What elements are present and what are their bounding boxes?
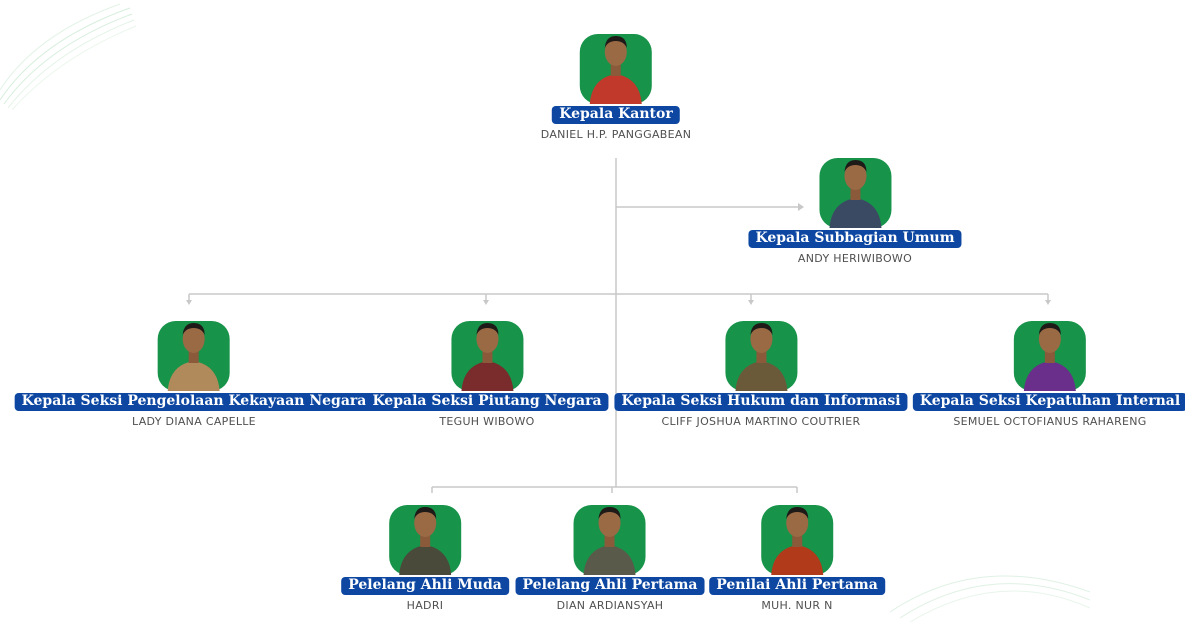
person-name: DANIEL H.P. PANGGABEAN (540, 128, 692, 141)
person-silhouette-icon (589, 36, 642, 104)
role-title: Pelelang Ahli Muda (341, 577, 509, 595)
person-silhouette-icon (460, 323, 513, 391)
person-photo (818, 150, 891, 228)
person-silhouette-icon (167, 323, 220, 391)
arrow-to-subbagian (798, 203, 804, 211)
org-node-penilai-ahli-pertama: Penilai Ahli Pertama MUH. NUR N (709, 497, 885, 612)
org-node-kepala-seksi-kepatuhan: Kepala Seksi Kepatuhan Internal SEMUEL O… (912, 313, 1185, 428)
role-title: Kepala Kantor (552, 106, 680, 124)
arrow-to-seksi-kepatuhan (1045, 300, 1051, 305)
person-name: MUH. NUR N (761, 599, 833, 612)
arrow-to-seksi-pkn (186, 300, 192, 305)
arrow-to-seksi-piutang (483, 300, 489, 305)
role-title: Kepala Seksi Piutang Negara (365, 393, 609, 411)
person-photo (574, 497, 646, 575)
org-node-kepala-subbagian-umum: Kepala Subbagian Umum ANDY HERIWIBOWO (748, 150, 962, 265)
org-node-pelelang-ahli-muda: Pelelang Ahli Muda HADRI (341, 497, 509, 612)
person-name: HADRI (406, 599, 444, 612)
org-node-kepala-kantor: Kepala Kantor DANIEL H.P. PANGGABEAN (541, 26, 691, 141)
person-name: TEGUH WIBOWO (439, 415, 535, 428)
person-silhouette-icon (1024, 323, 1076, 391)
role-title: Kepala Seksi Hukum dan Informasi (614, 393, 908, 411)
person-name: SEMUEL OCTOFIANUS RAHARENG (953, 415, 1147, 428)
person-silhouette-icon (735, 323, 787, 391)
person-name: ANDY HERIWIBOWO (797, 252, 913, 265)
role-title: Kepala Seksi Kepatuhan Internal (912, 393, 1185, 411)
person-silhouette-icon (584, 507, 636, 575)
org-node-pelelang-ahli-pertama: Pelelang Ahli Pertama DIAN ARDIANSYAH (515, 497, 705, 612)
person-photo (725, 313, 797, 391)
org-node-kepala-seksi-pkn: Kepala Seksi Pengelolaan Kekayaan Negara… (14, 313, 374, 428)
person-silhouette-icon (770, 507, 823, 575)
person-name: CLIFF JOSHUA MARTINO COUTRIER (661, 415, 861, 428)
person-silhouette-icon (828, 160, 881, 228)
role-title: Pelelang Ahli Pertama (515, 577, 705, 595)
role-title: Kepala Subbagian Umum (748, 230, 962, 248)
org-node-kepala-seksi-hukum: Kepala Seksi Hukum dan Informasi CLIFF J… (614, 313, 908, 428)
person-photo (760, 497, 833, 575)
role-title: Penilai Ahli Pertama (709, 577, 885, 595)
person-photo (579, 26, 652, 104)
person-name: LADY DIANA CAPELLE (132, 415, 256, 428)
person-photo (157, 313, 230, 391)
arrow-to-seksi-hukum (748, 300, 754, 305)
person-silhouette-icon (398, 507, 451, 575)
person-photo (388, 497, 461, 575)
person-photo (1014, 313, 1086, 391)
person-photo (450, 313, 523, 391)
org-node-kepala-seksi-piutang: Kepala Seksi Piutang Negara TEGUH WIBOWO (365, 313, 609, 428)
role-title: Kepala Seksi Pengelolaan Kekayaan Negara (14, 393, 374, 411)
person-name: DIAN ARDIANSYAH (556, 599, 664, 612)
